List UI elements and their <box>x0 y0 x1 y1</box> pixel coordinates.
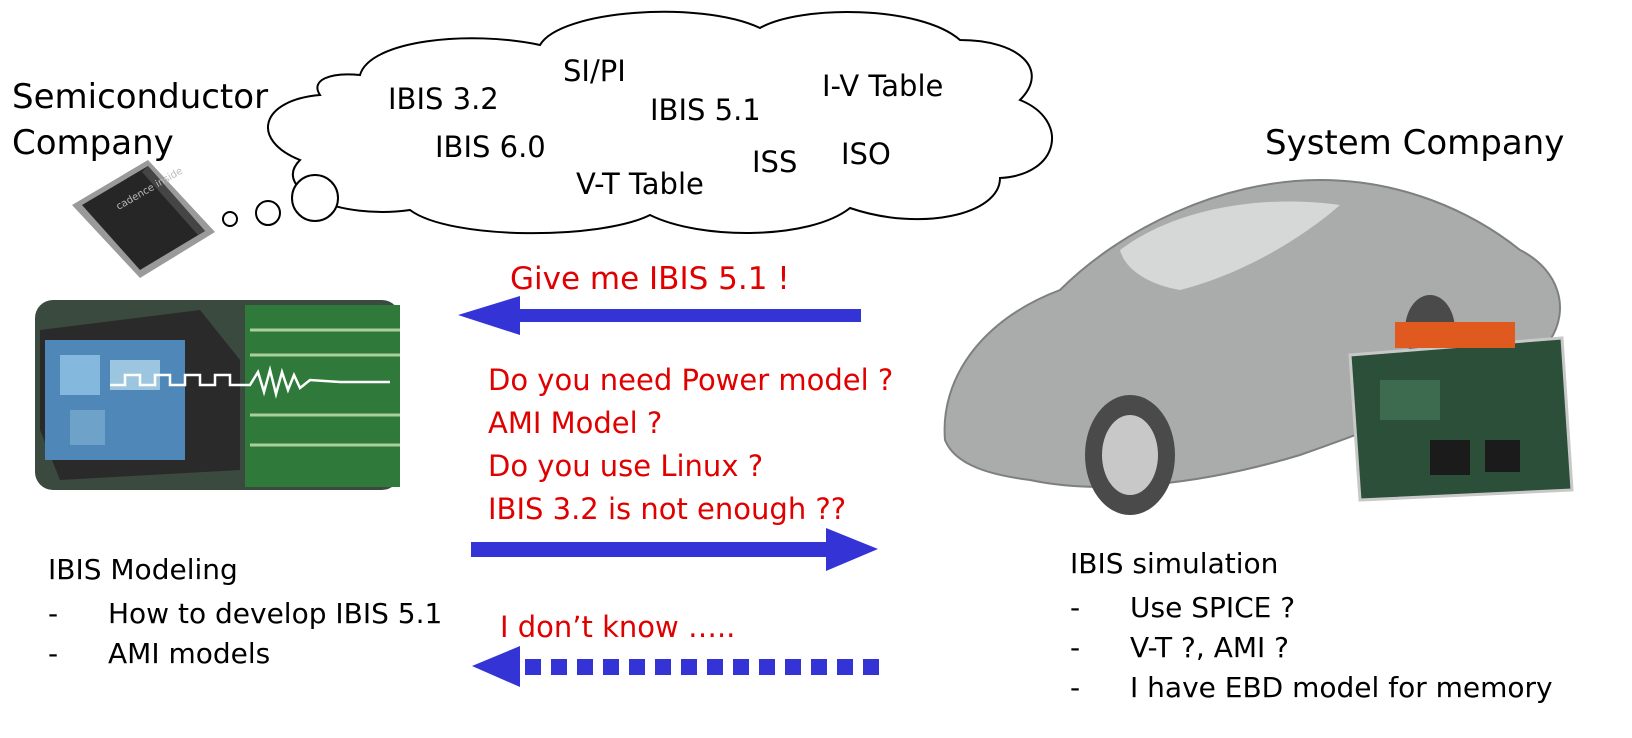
semiconductor-company-label-line1: Semiconductor <box>12 77 269 117</box>
list-item-text: Use SPICE ? <box>1130 591 1296 624</box>
list-item: -How to develop IBIS 5.1 <box>48 597 443 630</box>
thought-bubble-medium <box>255 200 281 226</box>
cloud-term-iv-table: I-V Table <box>822 69 944 103</box>
cloud-term-si-pi: SI/PI <box>563 54 626 88</box>
cloud-term-iso: ISO <box>841 137 891 171</box>
thought-bubble-small <box>222 211 238 227</box>
reply-text: I don’t know ….. <box>500 610 736 644</box>
thought-bubble-large <box>291 174 339 222</box>
list-item: -AMI models <box>48 637 271 670</box>
request-arrow <box>458 296 861 335</box>
list-item-text: AMI models <box>108 637 271 670</box>
cloud-term-iss: ISS <box>752 145 798 179</box>
list-item-text: How to develop IBIS 5.1 <box>108 597 443 630</box>
request-text: Give me IBIS 5.1 ! <box>510 261 790 297</box>
list-item: -Use SPICE ? <box>1070 591 1296 624</box>
cloud-term-ibis-5-1: IBIS 5.1 <box>650 93 761 127</box>
ecu-board-image <box>1348 322 1574 502</box>
question-2: AMI Model ? <box>488 406 663 440</box>
left-section-heading: IBIS Modeling <box>48 553 238 586</box>
question-1: Do you need Power model ? <box>488 363 894 397</box>
question-3: Do you use Linux ? <box>488 449 764 483</box>
question-4: IBIS 3.2 is not enough ?? <box>488 492 847 526</box>
thought-cloud <box>267 10 1054 235</box>
semiconductor-company-label-line2: Company <box>12 123 174 163</box>
list-item-text: I have EBD model for memory <box>1130 671 1553 704</box>
reply-dashed-arrow <box>472 646 879 687</box>
system-company-label: System Company <box>1265 123 1565 163</box>
chip-icon <box>72 160 215 278</box>
cloud-term-vt-table: V-T Table <box>576 167 704 201</box>
right-section-heading: IBIS simulation <box>1070 547 1279 580</box>
cloud-term-ibis-6-0: IBIS 6.0 <box>435 130 546 164</box>
list-item: -V-T ?, AMI ? <box>1070 631 1290 664</box>
list-item: -I have EBD model for memory <box>1070 671 1553 704</box>
left-section-list: -How to develop IBIS 5.1 -AMI models <box>48 594 442 674</box>
cloud-term-ibis-3-2: IBIS 3.2 <box>388 82 499 116</box>
right-section-list: -Use SPICE ? -V-T ?, AMI ? -I have EBD m… <box>1070 588 1553 708</box>
list-item-text: V-T ?, AMI ? <box>1130 631 1290 664</box>
questions-arrow <box>471 528 878 571</box>
ibis-model-image <box>35 300 400 490</box>
